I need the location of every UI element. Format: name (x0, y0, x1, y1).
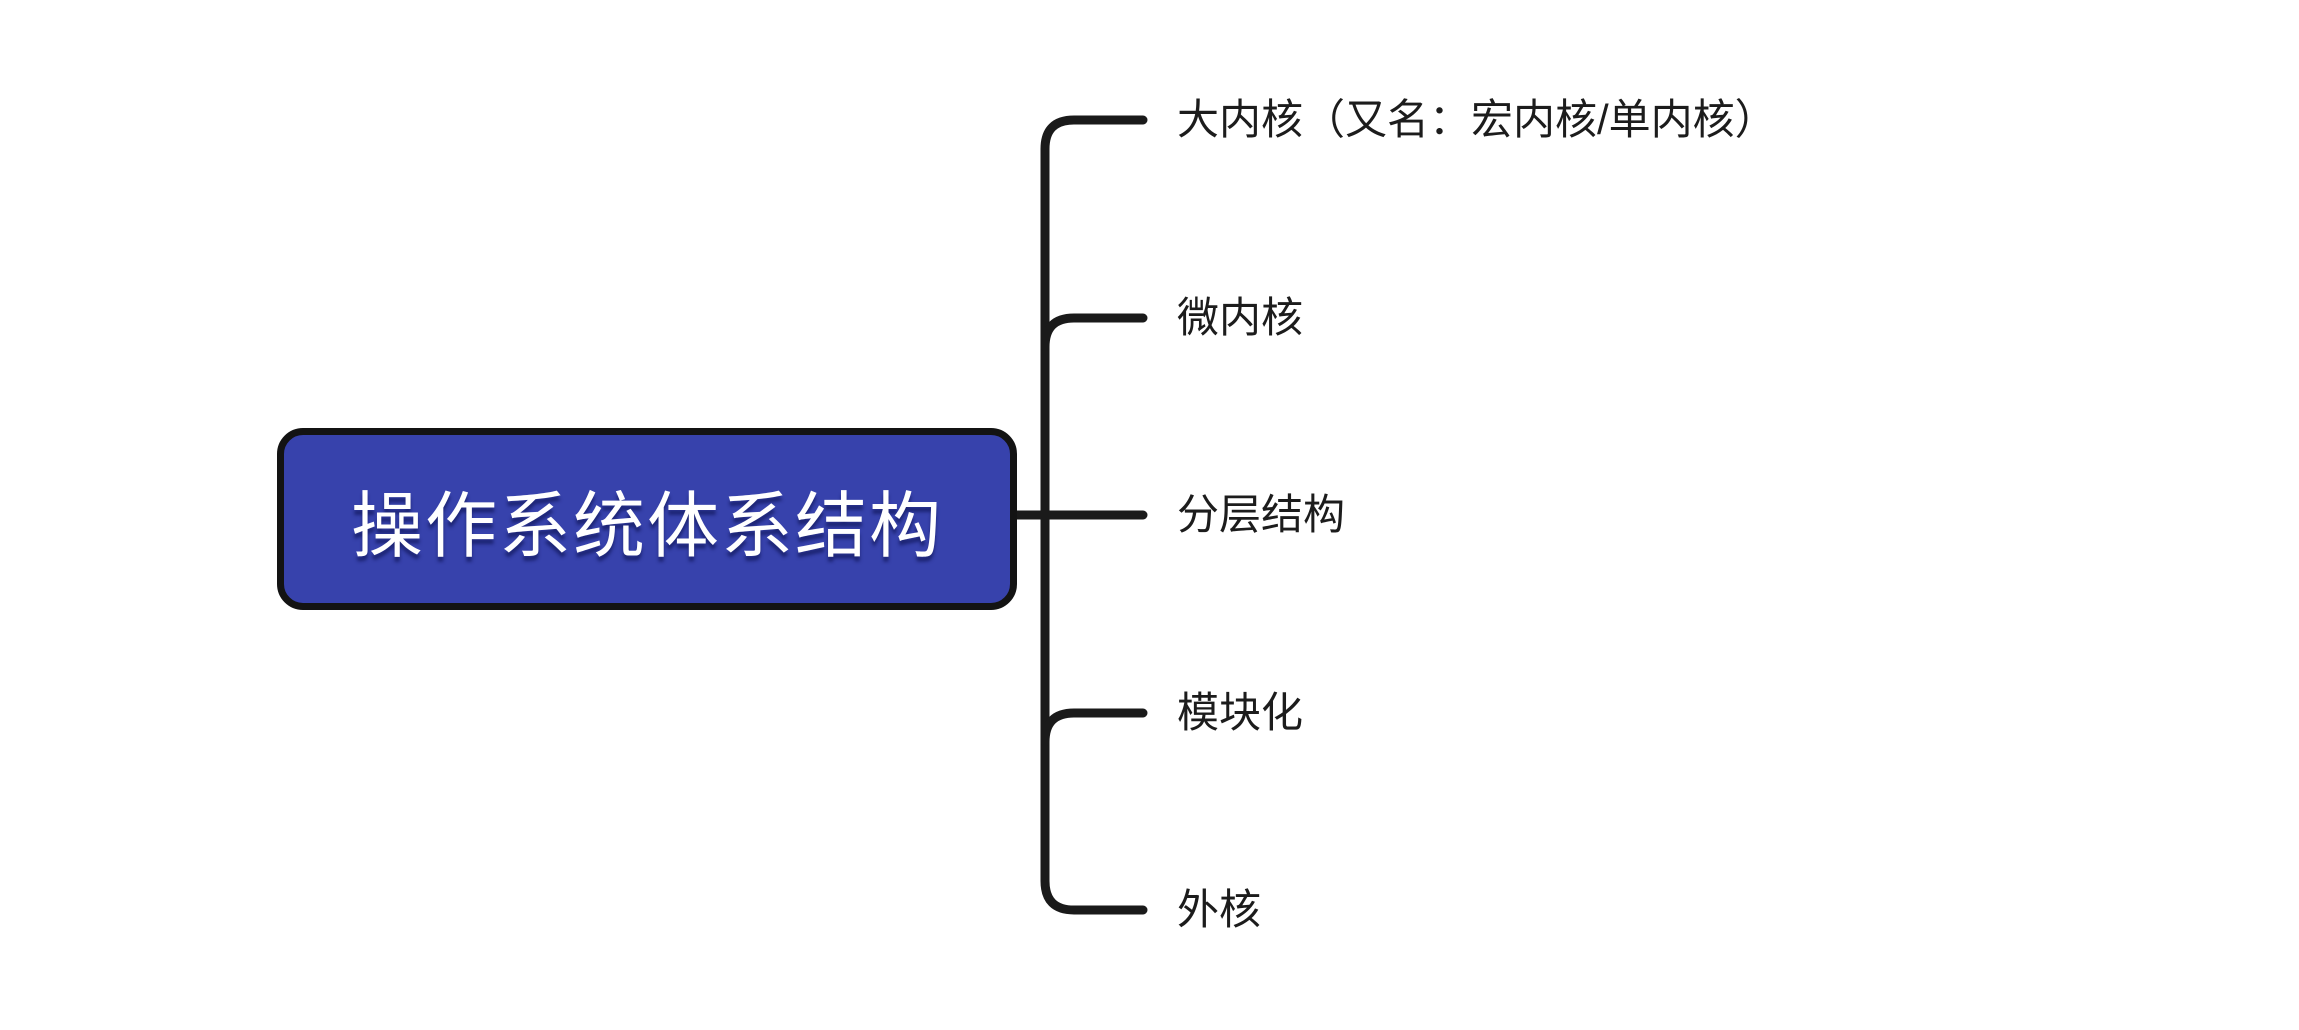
branch-topic-micro-kernel[interactable]: 微内核 (1177, 294, 1304, 341)
branch-topic-layered-structure[interactable]: 分层结构 (1177, 491, 1346, 538)
branch-topic-modular[interactable]: 模块化 (1177, 689, 1304, 736)
branch-topic-exokernel[interactable]: 外核 (1177, 886, 1262, 933)
branch-line-4 (1040, 708, 1148, 747)
branch-line-2 (1040, 313, 1148, 352)
root-topic[interactable]: 操作系统体系结构 (277, 428, 1017, 610)
branch-topic-big-kernel[interactable]: 大内核（又名：宏内核/单内核） (1177, 96, 1777, 143)
root-topic-label: 操作系统体系结构 (350, 486, 943, 567)
